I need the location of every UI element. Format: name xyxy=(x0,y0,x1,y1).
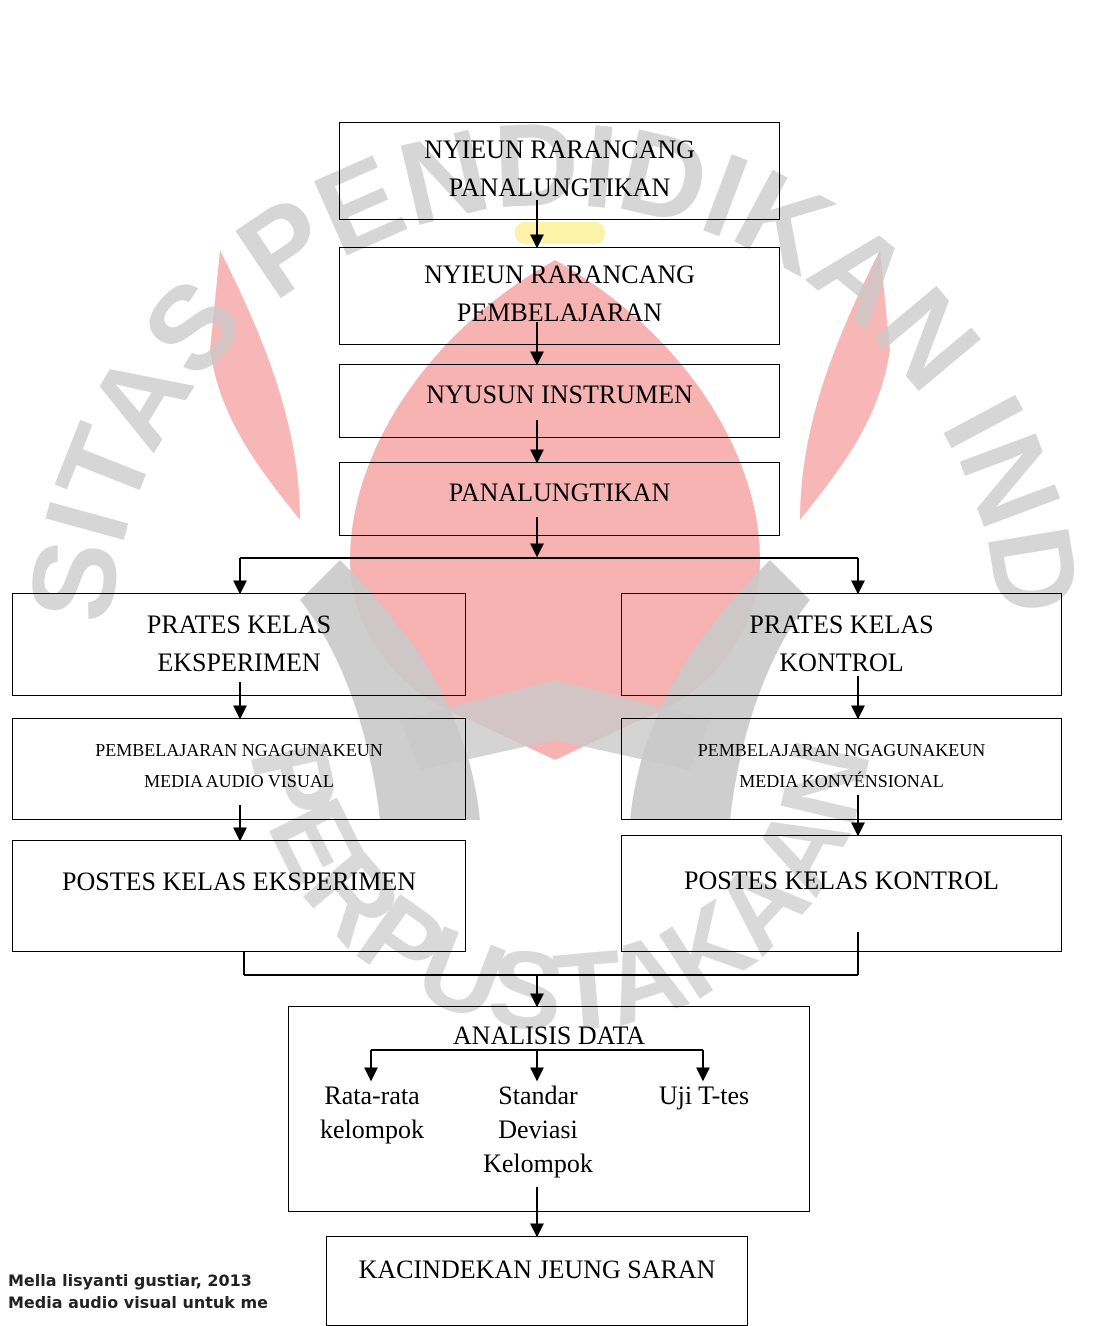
analysis-item-uji-t-tes: Uji T-tes xyxy=(658,1081,750,1110)
step-box-nyieun-rarancang-panalungtikan: NYIEUN RARANCANG PANALUNGTIKAN xyxy=(339,122,780,220)
footer-line-author-year: Mella lisyanti gustiar, 2013 xyxy=(8,1271,252,1290)
seal-flame-shape xyxy=(350,260,760,760)
step-label: NYIEUN RARANCANG PANALUNGTIKAN xyxy=(424,135,695,202)
box-label: POSTES KELAS KONTROL xyxy=(684,866,999,895)
step-box-nyusun-instrumen: NYUSUN INSTRUMEN xyxy=(339,364,780,438)
footer-line-title: Media audio visual untuk me xyxy=(8,1292,268,1312)
conclusion-label: KACINDEKAN JEUNG SARAN xyxy=(358,1255,716,1284)
box-kacindekan-jeung-saran: KACINDEKAN JEUNG SARAN xyxy=(326,1236,748,1326)
step-box-nyieun-rarancang-pembelajaran: NYIEUN RARANCANG PEMBELAJARAN xyxy=(339,247,780,345)
box-label: PRATES KELAS KONTROL xyxy=(749,610,934,677)
box-postes-kelas-eksperimen: POSTES KELAS EKSPERIMEN xyxy=(12,840,466,952)
box-analisis-data: ANALISIS DATA Rata-rata kelompok Standar… xyxy=(288,1006,810,1212)
box-label: PEMBELAJARAN NGAGUNAKEUN MEDIA KONVÉNSIO… xyxy=(697,740,986,791)
box-label: PEMBELAJARAN NGAGUNAKEUN MEDIA AUDIO VIS… xyxy=(95,740,383,791)
analysis-item-rata-rata: Rata-rata kelompok xyxy=(320,1081,424,1144)
seal-left-wing xyxy=(210,250,300,520)
box-pembelajaran-media-konvensional: PEMBELAJARAN NGAGUNAKEUN MEDIA KONVÉNSIO… xyxy=(621,718,1062,820)
step-label: NYUSUN INSTRUMEN xyxy=(426,380,693,409)
box-prates-kelas-eksperimen: PRATES KELAS EKSPERIMEN xyxy=(12,593,466,696)
box-label: PRATES KELAS EKSPERIMEN xyxy=(146,610,332,677)
step-label: NYIEUN RARANCANG PEMBELAJARAN xyxy=(424,260,695,327)
seal-grey-book xyxy=(400,680,710,770)
seal-right-wing xyxy=(800,250,890,520)
step-box-panalungtikan: PANALUNGTIKAN xyxy=(339,462,780,536)
step-label: PANALUNGTIKAN xyxy=(448,478,671,507)
box-postes-kelas-kontrol: POSTES KELAS KONTROL xyxy=(621,835,1062,952)
box-prates-kelas-kontrol: PRATES KELAS KONTROL xyxy=(621,593,1062,696)
analysis-item-standar-deviasi: Standar Deviasi Kelompok xyxy=(483,1081,593,1178)
analysis-title: ANALISIS DATA xyxy=(452,1021,646,1050)
box-pembelajaran-media-audio-visual: PEMBELAJARAN NGAGUNAKEUN MEDIA AUDIO VIS… xyxy=(12,718,466,820)
box-label: POSTES KELAS EKSPERIMEN xyxy=(62,867,416,896)
